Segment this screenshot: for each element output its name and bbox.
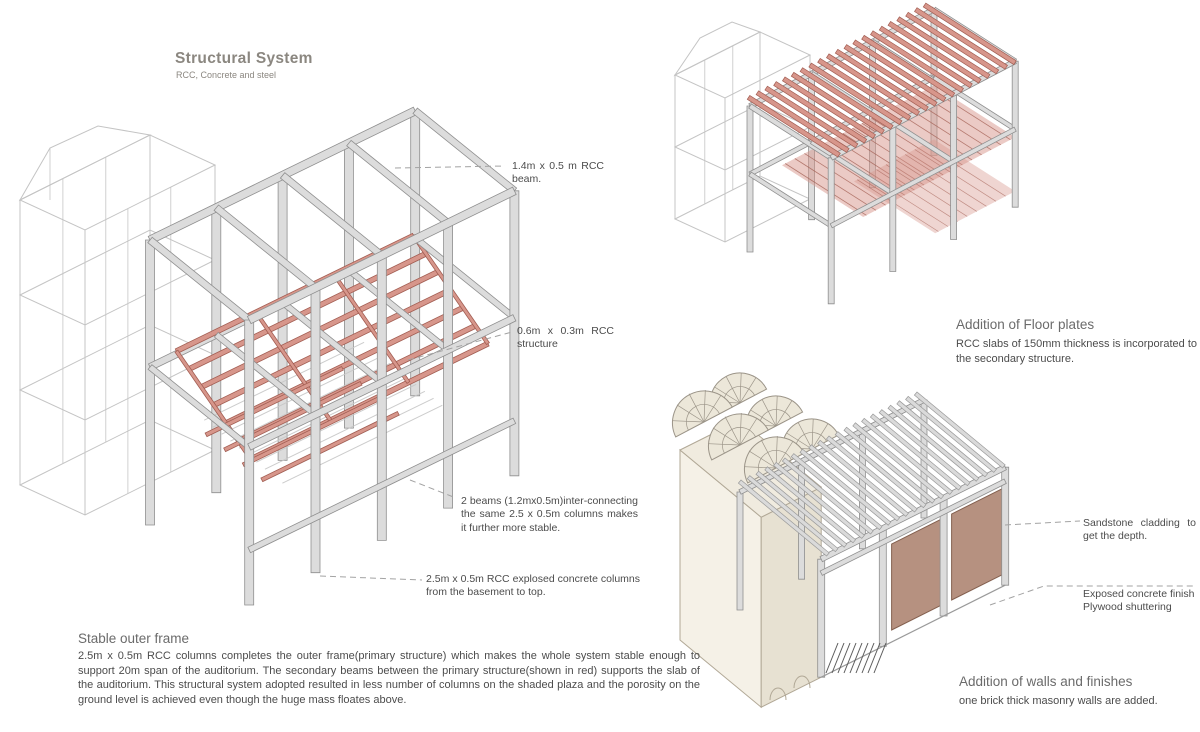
note-interconnecting-beams: 2 beams (1.2mx0.5m)inter-connecting the …	[461, 495, 638, 534]
stable-outer-frame-body: 2.5m x 0.5m RCC columns completes the ou…	[78, 650, 700, 706]
walls-finishes-drawing	[671, 372, 1196, 709]
note-rcc-beam: 1.4m x 0.5 m RCC beam.	[512, 160, 604, 186]
existing-building-ghost	[18, 125, 217, 516]
leader-lines-2	[989, 520, 1196, 606]
note-exposed-line1: Exposed concrete finish	[1083, 588, 1195, 600]
note-rcc-structure: 0.6m x 0.3m RCC structure	[517, 325, 614, 351]
leader-lines	[319, 165, 513, 581]
fan-vaults	[671, 372, 840, 484]
note-sandstone-cladding: Sandstone cladding to get the depth.	[1083, 517, 1196, 543]
structural-system-drawing	[18, 106, 520, 606]
roof-slats-gray	[737, 391, 1006, 557]
floor-plates-body: RCC slabs of 150mm thickness is incorpor…	[956, 338, 1197, 365]
walls-finishes-heading: Addition of walls and finishes	[959, 674, 1133, 689]
roof-slats-red	[746, 2, 1017, 158]
walls-finishes-body: one brick thick masonry walls are added.	[959, 695, 1158, 707]
floor-plates-drawing	[673, 2, 1019, 305]
page-subtitle: RCC, Concrete and steel	[176, 70, 277, 80]
note-exposed-concrete: Exposed concrete finish Plywood shutteri…	[1083, 588, 1200, 615]
floor-plates-heading: Addition of Floor plates	[956, 317, 1095, 332]
ground-hatch	[825, 642, 887, 674]
page-title: Structural System	[175, 50, 313, 67]
note-exposed-line2: Plywood shuttering	[1083, 601, 1172, 614]
note-rcc-columns: 2.5m x 0.5m RCC explosed concrete column…	[426, 573, 640, 599]
stable-outer-frame-heading: Stable outer frame	[78, 631, 190, 646]
